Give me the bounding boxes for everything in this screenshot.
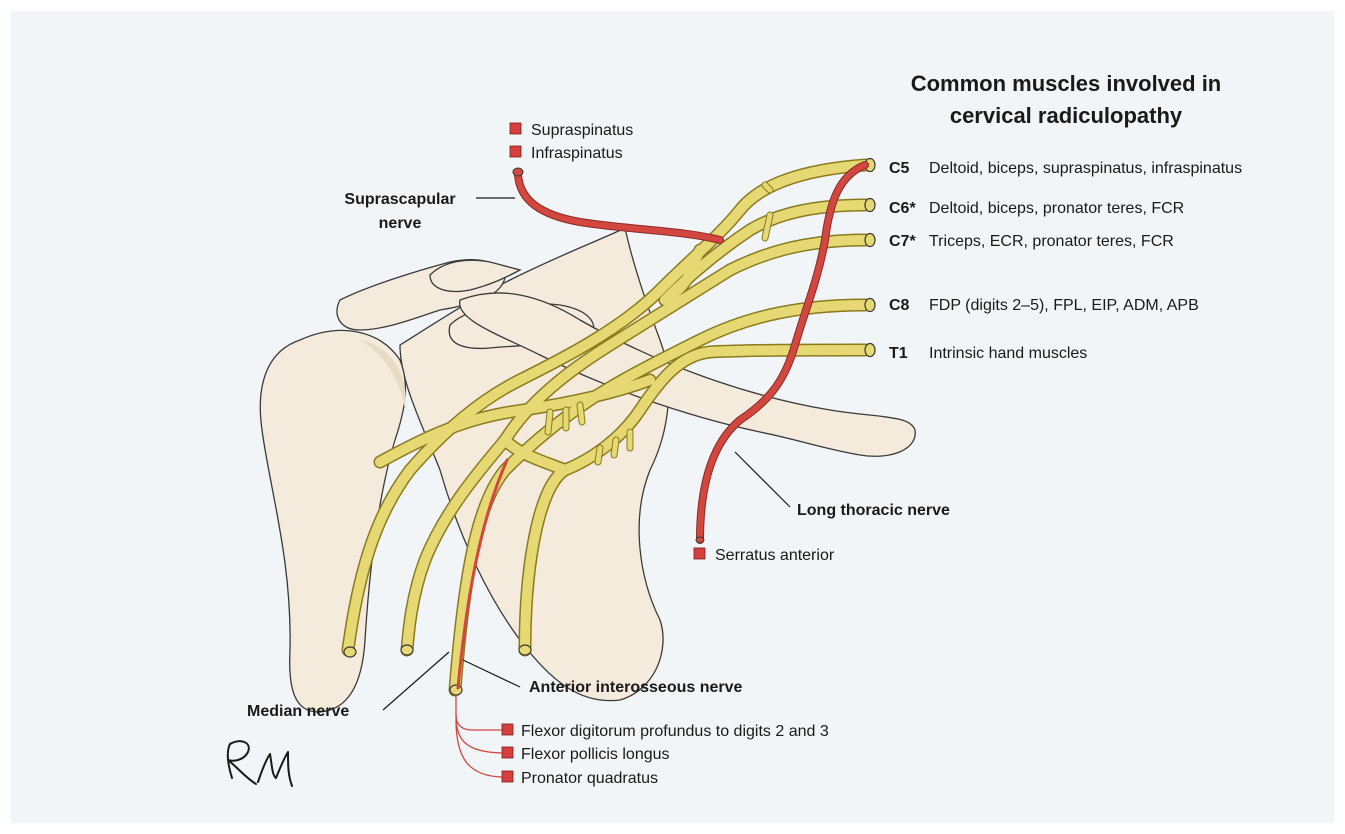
marker-square xyxy=(510,123,521,134)
label-anterior-interosseous-nerve: Anterior interosseous nerve xyxy=(529,679,743,696)
suprascapular-nerve-path xyxy=(518,175,720,240)
root-muscles-t1: Intrinsic hand muscles xyxy=(929,345,1087,362)
label-long-thoracic-nerve: Long thoracic nerve xyxy=(797,502,950,519)
root-label-c6: C6* xyxy=(889,200,916,217)
long-thoracic-targets: Serratus anterior xyxy=(694,547,835,564)
marker-square xyxy=(502,747,513,758)
title-line-2: cervical radiculopathy xyxy=(950,103,1183,128)
median-leader xyxy=(383,652,449,710)
ain-targets: Flexor digitorum profundus to digits 2 a… xyxy=(502,723,829,787)
marker-square xyxy=(510,146,521,157)
long-thoracic-leader xyxy=(735,452,790,507)
root-label-c5: C5 xyxy=(889,160,910,177)
root-list: C5 Deltoid, biceps, supraspinatus, infra… xyxy=(889,160,1242,362)
target-supraspinatus: Supraspinatus xyxy=(531,122,633,139)
suprascapular-targets: Supraspinatus Infraspinatus xyxy=(510,122,633,162)
target-fpl: Flexor pollicis longus xyxy=(521,746,670,763)
root-label-c7: C7* xyxy=(889,233,916,250)
ain-branch-1 xyxy=(456,695,502,730)
root-muscles-c5: Deltoid, biceps, supraspinatus, infraspi… xyxy=(929,160,1242,177)
marker-square xyxy=(502,724,513,735)
root-muscles-c7: Triceps, ECR, pronator teres, FCR xyxy=(929,233,1174,250)
title: Common muscles involved in cervical radi… xyxy=(911,71,1222,128)
ain-leader xyxy=(463,660,520,687)
title-line-1: Common muscles involved in xyxy=(911,71,1222,96)
artist-signature xyxy=(228,741,292,786)
target-fdp-2-3: Flexor digitorum profundus to digits 2 a… xyxy=(521,723,829,740)
root-label-c8: C8 xyxy=(889,297,910,314)
target-pronator-quadratus: Pronator quadratus xyxy=(521,770,658,787)
label-suprascapular-line-1: Suprascapular xyxy=(344,191,455,208)
root-label-t1: T1 xyxy=(889,345,908,362)
target-serratus-anterior: Serratus anterior xyxy=(715,547,835,564)
bones xyxy=(260,228,915,712)
marker-square xyxy=(694,548,705,559)
target-infraspinatus: Infraspinatus xyxy=(531,145,623,162)
root-muscles-c8: FDP (digits 2–5), FPL, EIP, ADM, APB xyxy=(929,297,1199,314)
label-median-nerve: Median nerve xyxy=(247,703,349,720)
marker-square xyxy=(502,771,513,782)
root-muscles-c6: Deltoid, biceps, pronator teres, FCR xyxy=(929,200,1184,217)
label-suprascapular-line-2: nerve xyxy=(379,215,422,232)
ain-branch-2 xyxy=(456,715,502,753)
